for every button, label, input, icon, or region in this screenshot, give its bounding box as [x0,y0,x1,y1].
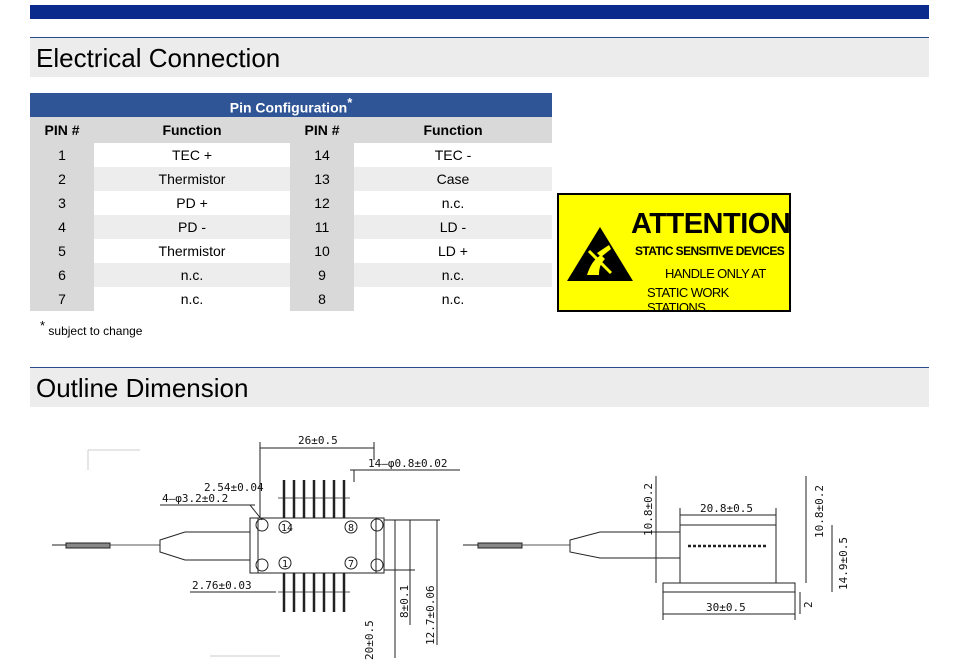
function-cell: TEC - [354,143,552,167]
footnote: * subject to change [40,318,142,338]
function-cell: n.c. [354,287,552,311]
table-caption-text: Pin Configuration [229,99,348,116]
table-row: 1 TEC + 14 TEC - [30,143,552,167]
pin-cell: 6 [30,263,94,287]
attention-line-stations: STATIC WORK STATIONS [647,285,729,315]
table-row: 2 Thermistor 13 Case [30,167,552,191]
function-cell: Thermistor [94,167,290,191]
pin-configuration-table: Pin Configuration* PIN # Function PIN # … [30,93,552,311]
function-cell: LD + [354,239,552,263]
dim-lead-span: 20±0.5 [363,620,376,660]
function-cell: n.c. [94,287,290,311]
function-cell: LD - [354,215,552,239]
pin-cell: 1 [30,143,94,167]
footnote-asterisk: * [40,318,46,333]
pin-cell: 4 [30,215,94,239]
dim-mount-holes: 4–φ3.2±0.2 [162,492,228,505]
dim-flange-height: 12.7±0.06 [424,585,437,645]
dim-side-right-height: 10.8±0.2 [813,485,826,538]
function-cell: n.c. [354,191,552,215]
pin-cell: 2 [30,167,94,191]
section-heading-electrical: Electrical Connection [30,37,929,77]
section-title: Electrical Connection [36,43,281,73]
dim-side-left-height: 10.8±0.2 [642,483,655,536]
dim-side-base: 2 [802,601,815,608]
esd-attention-label: ATTENTION STATIC SENSITIVE DEVICES HANDL… [557,193,791,315]
dim-pitch: 2.54±0.04 [204,481,264,494]
function-cell: PD - [94,215,290,239]
col-header-pin-b: PIN # [290,117,354,143]
dim-width-top: 26±0.5 [298,434,338,447]
table-row: 3 PD + 12 n.c. [30,191,552,215]
function-cell: Case [354,167,552,191]
dim-edge: 2.76±0.03 [192,579,252,592]
caption-asterisk: * [347,94,353,110]
col-header-function-a: Function [94,117,290,143]
pin-cell: 7 [30,287,94,311]
pin-label-8: 8 [348,523,354,534]
esd-warning-icon [567,227,633,281]
attention-line-static: STATIC SENSITIVE DEVICES [635,244,785,258]
pin-label-7: 7 [348,559,354,570]
dim-side-total-height: 14.9±0.5 [837,537,850,590]
attention-title: ATTENTION [631,208,791,240]
pin-cell: 10 [290,239,354,263]
dim-side-bottom: 30±0.5 [706,601,746,614]
pin-cell: 12 [290,191,354,215]
top-banner-bar [30,5,929,19]
function-cell: TEC + [94,143,290,167]
pin-cell: 9 [290,263,354,287]
section-title: Outline Dimension [36,373,249,403]
function-cell: n.c. [354,263,552,287]
table-row: 4 PD - 11 LD - [30,215,552,239]
attention-line-handle: HANDLE ONLY AT [665,266,766,281]
col-header-pin-a: PIN # [30,117,94,143]
table-row: 5 Thermistor 10 LD + [30,239,552,263]
section-heading-outline: Outline Dimension [30,367,929,407]
pin-cell: 8 [290,287,354,311]
pin-cell: 14 [290,143,354,167]
col-header-function-b: Function [354,117,552,143]
function-cell: n.c. [94,263,290,287]
pin-cell: 13 [290,167,354,191]
dim-body-height: 8±0.1 [398,585,411,618]
pin-label-1: 1 [282,559,288,570]
footnote-text: subject to change [45,324,143,338]
pin-label-14: 14 [281,523,293,534]
dim-pins-dia: 14–φ0.8±0.02 [368,457,447,470]
pin-cell: 5 [30,239,94,263]
function-cell: Thermistor [94,239,290,263]
pin-cell: 11 [290,215,354,239]
table-row: 7 n.c. 8 n.c. [30,287,552,311]
function-cell: PD + [94,191,290,215]
table-caption: Pin Configuration* [30,93,552,117]
table-row: 6 n.c. 9 n.c. [30,263,552,287]
pin-cell: 3 [30,191,94,215]
dim-side-top: 20.8±0.5 [700,502,753,515]
